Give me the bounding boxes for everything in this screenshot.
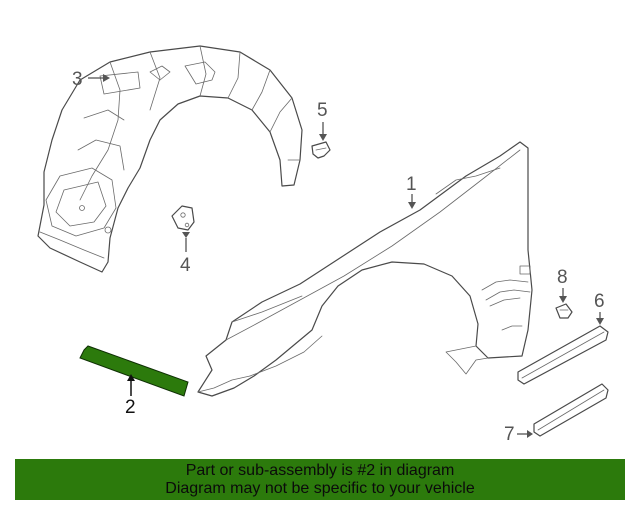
molding-part-6[interactable] [517,325,609,385]
caption-line-2: Diagram may not be specific to your vehi… [165,479,475,497]
callout-2-label: 2 [125,397,136,418]
parts-diagram: 3 5 4 1 2 8 [37,45,609,445]
callout-8-label: 8 [557,267,568,288]
clip-part-8[interactable] [555,303,573,319]
callout-5-label: 5 [317,100,328,121]
fender-part-1[interactable] [197,141,533,397]
callout-7-label: 7 [504,424,515,445]
trim-part-7[interactable] [533,383,609,437]
callout-6-label: 6 [594,291,605,312]
callout-4-arrowhead [182,232,190,238]
callout-3-label: 3 [72,69,83,90]
bracket-part-4[interactable] [171,205,195,231]
callout-8-arrowhead [559,296,567,303]
callout-1-label: 1 [406,174,417,195]
clip-part-5[interactable] [311,141,331,159]
callout-6-arrowhead [596,318,604,325]
callout-4-label: 4 [180,255,191,276]
callout-5-arrowhead [319,134,327,141]
callout-2-arrowhead [127,374,135,381]
callout-7-arrowhead [527,430,533,438]
molding-strip-part-2[interactable] [79,345,189,397]
fender-liner-part-3[interactable] [37,45,303,273]
caption-banner: Part or sub-assembly is #2 in diagram Di… [15,459,625,500]
caption-line-1: Part or sub-assembly is #2 in diagram [185,461,455,479]
callout-3-arrowhead [103,74,110,82]
callout-1-arrowhead [408,202,416,209]
